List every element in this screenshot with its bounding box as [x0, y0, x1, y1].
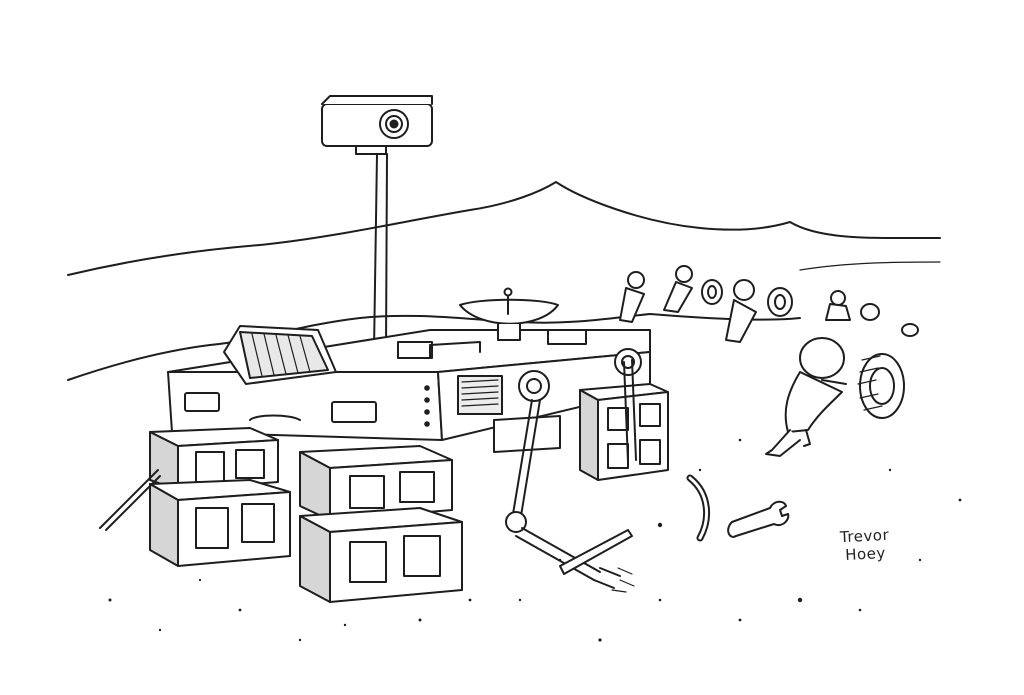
- astronaut-rolling-wheel-front: [765, 337, 905, 457]
- broken-stick: [99, 469, 161, 531]
- satellite-dish-icon: [459, 287, 559, 341]
- mountain-range: [67, 181, 941, 381]
- astronaut-rolling-wheel-far: [825, 290, 919, 337]
- camera-mast-icon: [321, 95, 433, 363]
- solar-panel-icon: [223, 325, 337, 385]
- wrench-icon: [727, 500, 790, 538]
- broken-leg: [505, 359, 637, 593]
- loose-pipe: [686, 474, 711, 542]
- artist-signature: Trevor Hoey: [819, 525, 911, 566]
- astronaut-rolling-wheel-back: [619, 265, 723, 323]
- cinder-block-rear: [493, 383, 669, 481]
- astronaut-rolling-wheel-middle: [725, 279, 793, 343]
- cinder-block-front-right: [299, 445, 463, 603]
- ground-speckles: [108, 438, 962, 642]
- cinder-block-front-left: [149, 427, 291, 567]
